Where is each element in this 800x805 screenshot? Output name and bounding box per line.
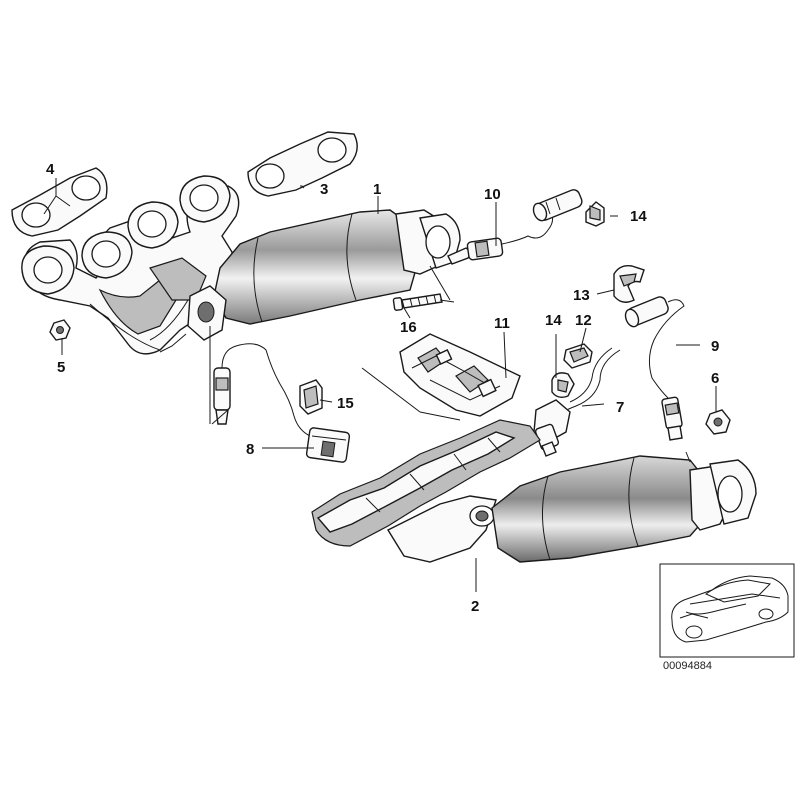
- exhaust-manifold-upper: [21, 175, 240, 355]
- callout-9: 9: [711, 338, 719, 355]
- callout-12: 12: [575, 312, 592, 329]
- callout-5: 5: [57, 359, 65, 376]
- callout-15: 15: [337, 395, 354, 412]
- bolt-part-16: [392, 293, 443, 311]
- clamp-part-13: [613, 264, 645, 303]
- gasket-part-3: [247, 131, 358, 197]
- callout-6: 6: [711, 370, 719, 387]
- clip-part-14-top: [585, 201, 605, 227]
- oxygen-sensor-part-10: [447, 189, 583, 265]
- catalytic-converter-part-1: [159, 209, 461, 353]
- vehicle-locator-inset: 00094884: [659, 563, 795, 672]
- callout-11: 11: [494, 315, 510, 332]
- callout-16: 16: [400, 319, 417, 336]
- oxygen-sensor-part-8: [213, 343, 351, 463]
- callout-7: 7: [616, 399, 624, 416]
- clip-part-12: [563, 343, 593, 369]
- clip-part-15: [299, 379, 323, 415]
- bracket-part-11: [399, 333, 521, 417]
- car-outline-icon: [671, 575, 789, 643]
- callout-labels: 1 2 3 4 5 6 7 8 9 10 11 12 13 14 14 15 1…: [46, 161, 719, 615]
- oxygen-sensor-part-9: [624, 296, 685, 441]
- clip-part-14-middle: [551, 372, 575, 399]
- callout-8: 8: [246, 441, 254, 458]
- gasket-part-4: [11, 167, 108, 237]
- callout-14-top: 14: [630, 208, 647, 225]
- callout-14-middle: 14: [545, 312, 562, 329]
- callout-13: 13: [573, 287, 590, 304]
- callout-3: 3: [320, 181, 328, 198]
- catalytic-converter-part-2: [491, 455, 757, 563]
- diagram-reference-number: 00094884: [663, 660, 712, 672]
- plug-part-6: [705, 409, 731, 435]
- leader-lines: [43, 178, 717, 592]
- callout-10: 10: [484, 186, 501, 203]
- callout-4: 4: [46, 161, 55, 178]
- callout-2: 2: [471, 598, 479, 615]
- exhaust-manifold-lower: [311, 419, 541, 563]
- nut-part-5: [49, 319, 71, 341]
- callout-1: 1: [373, 181, 381, 198]
